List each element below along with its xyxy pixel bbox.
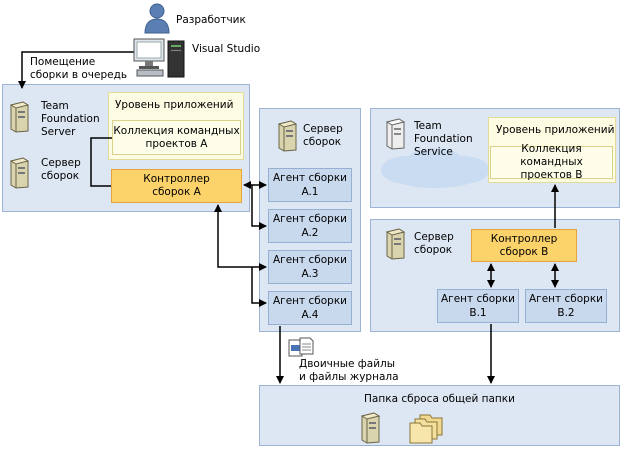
collection-controller-a-link	[90, 137, 112, 187]
tfservice-server-icon	[385, 118, 406, 150]
build-controller-b-line2: сборок B	[499, 245, 549, 258]
tfservice-label-line3: Service	[414, 146, 453, 158]
cloud-icon	[381, 148, 489, 188]
queue-build-arrow	[18, 51, 135, 89]
workstation-icon	[133, 38, 185, 78]
middle-build-server-label: Сервер сборок	[303, 123, 343, 149]
tfs-build-server-line1: Сервер	[41, 157, 81, 169]
build-agent-a3-line2: A.3	[301, 268, 319, 280]
build-agent-a1-line2: A.1	[301, 186, 319, 198]
binaries-label-line1: Двоичные файлы	[299, 358, 396, 370]
tfs-label: Team Foundation Server	[41, 100, 100, 139]
build-agent-b2-line1: Агент сборки	[529, 293, 603, 305]
build-agent-a1-line1: Агент сборки	[273, 172, 347, 184]
build-agent-a4-line1: Агент сборки	[273, 295, 347, 307]
controller-agent-a3-arrow	[214, 204, 267, 271]
binaries-label-line2: и файлы журнала	[299, 371, 399, 383]
drop-folder-panel	[259, 385, 620, 446]
controller-agent-a4-arrow	[251, 267, 267, 307]
tfs-build-server-label: Сервер сборок	[41, 157, 81, 183]
controller-agent-a2-arrow	[251, 185, 267, 230]
developer-label: Разработчик	[176, 14, 246, 26]
right-build-server-line1: Сервер	[414, 231, 454, 243]
queue-build-label: Помещение сборки в очередь	[30, 56, 127, 82]
app-tier-a-label: Уровень приложений	[115, 99, 234, 111]
tfs-build-server-line2: сборок	[41, 170, 80, 182]
tfs-build-server-icon	[9, 157, 30, 189]
developer-icon	[144, 3, 170, 34]
build-agent-a4-line2: A.4	[301, 309, 319, 321]
team-collection-b-line2: проектов B	[520, 169, 583, 181]
queue-build-line1: Помещение	[30, 56, 96, 68]
middle-build-server-line1: Сервер	[303, 123, 343, 135]
tfs-label-line1: Team	[41, 100, 69, 112]
drop-server-icon	[360, 412, 381, 444]
build-controller-a-line2: сборок A	[152, 186, 201, 198]
team-collection-b-line1: Коллекция командных	[520, 143, 583, 168]
build-agent-a3-line1: Агент сборки	[273, 254, 347, 266]
app-tier-b-label: Уровень приложений	[496, 124, 615, 136]
team-collection-a-line2: проектов A	[145, 137, 208, 150]
queue-build-line2: сборки в очередь	[30, 69, 128, 81]
tfs-server-icon	[9, 101, 30, 133]
drop-folder-label: Папка сброса общей папки	[364, 393, 515, 405]
binaries-label: Двоичные файлы и файлы журнала	[299, 358, 399, 384]
build-controller-a-line1: Контроллер	[143, 173, 210, 185]
build-agent-a2-line1: Агент сборки	[273, 213, 347, 225]
tfs-label-line3: Server	[41, 126, 76, 138]
tfservice-label-line2: Foundation	[414, 133, 473, 145]
middle-server-icon	[277, 120, 298, 152]
right-build-server-label: Сервер сборок	[414, 231, 454, 257]
right-server-icon	[385, 228, 406, 260]
team-collection-a-line1: Коллекция командных	[113, 124, 240, 137]
visual-studio-label: Visual Studio	[192, 43, 261, 55]
binary-files-icon	[288, 337, 314, 357]
tfservice-label-line1: Team	[414, 120, 442, 132]
build-agent-b1-line1: Агент сборки	[441, 293, 515, 305]
shared-folders-icon	[409, 414, 443, 444]
build-agent-a2-line2: A.2	[301, 227, 319, 239]
tfservice-label: Team Foundation Service	[414, 120, 473, 159]
middle-build-server-line2: сборок	[303, 136, 342, 148]
right-build-server-line2: сборок	[414, 244, 453, 256]
build-controller-b-line1: Контроллер	[490, 232, 558, 245]
build-agent-b2-line2: B.2	[557, 307, 575, 319]
tfs-label-line2: Foundation	[41, 113, 100, 125]
build-agent-b1-line2: B.1	[469, 307, 487, 319]
